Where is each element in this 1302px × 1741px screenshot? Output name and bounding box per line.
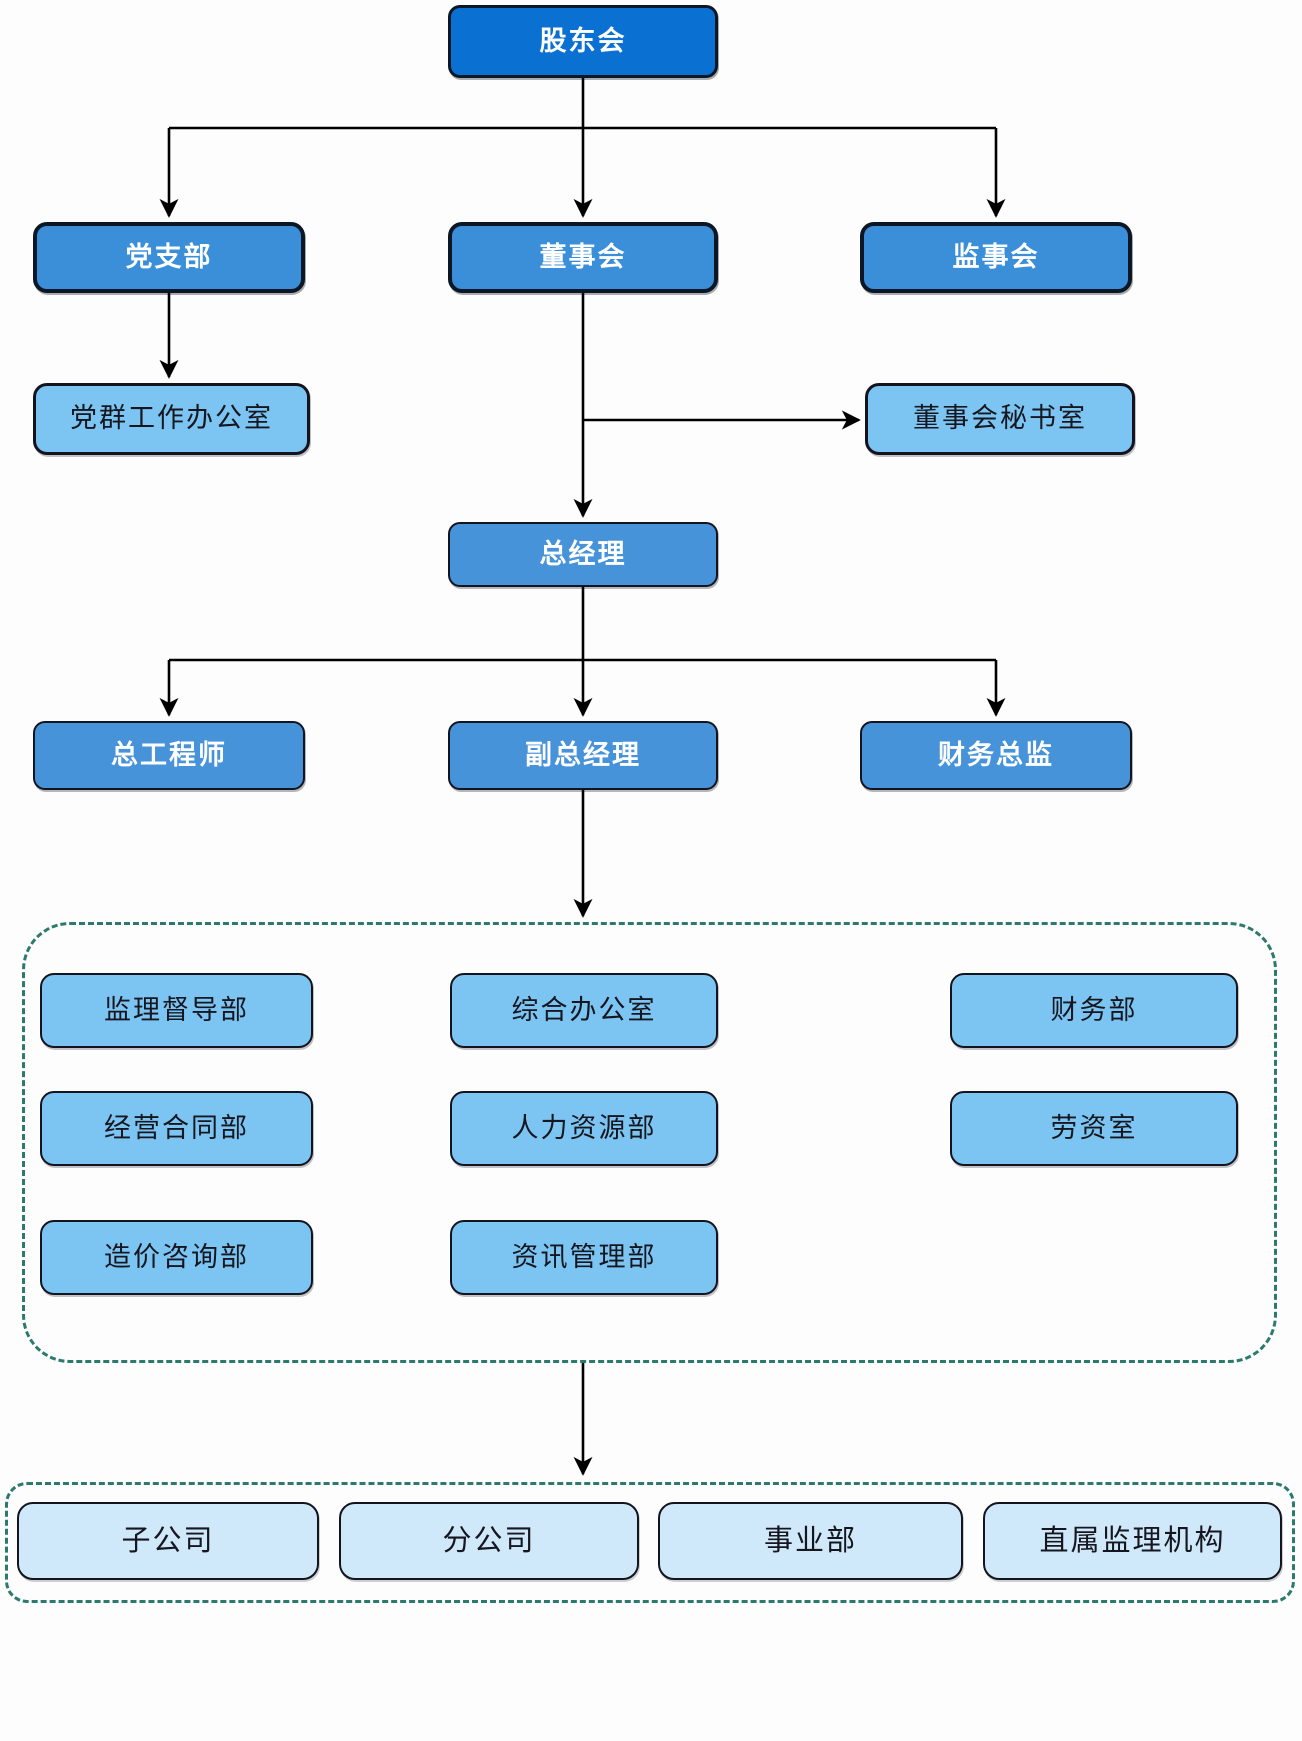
node-unit-subsidiary: 子公司 bbox=[17, 1502, 319, 1580]
node-party-mass-office: 党群工作办公室 bbox=[33, 383, 310, 455]
node-dept-finance: 财务部 bbox=[950, 973, 1238, 1048]
node-unit-direct-supervision-org: 直属监理机构 bbox=[983, 1502, 1282, 1580]
node-chief-engineer: 总工程师 bbox=[33, 721, 305, 790]
subordinate-units-group bbox=[5, 1482, 1295, 1603]
node-dept-information-management: 资讯管理部 bbox=[450, 1220, 718, 1295]
node-dept-supervision-guidance: 监理督导部 bbox=[40, 973, 313, 1048]
node-deputy-general-manager: 副总经理 bbox=[448, 721, 718, 790]
node-shareholders-meeting: 股东会 bbox=[448, 5, 718, 78]
node-unit-business-division: 事业部 bbox=[658, 1502, 963, 1580]
node-dept-human-resources: 人力资源部 bbox=[450, 1091, 718, 1166]
node-finance-director: 财务总监 bbox=[860, 721, 1132, 790]
node-dept-cost-consulting: 造价咨询部 bbox=[40, 1220, 313, 1295]
node-general-manager: 总经理 bbox=[448, 522, 718, 587]
node-dept-labor-wages: 劳资室 bbox=[950, 1091, 1238, 1166]
node-board-secretary-office: 董事会秘书室 bbox=[865, 383, 1135, 455]
node-dept-business-contract: 经营合同部 bbox=[40, 1091, 313, 1166]
node-party-branch: 党支部 bbox=[33, 222, 305, 293]
node-board-of-directors: 董事会 bbox=[448, 222, 718, 293]
node-dept-general-office: 综合办公室 bbox=[450, 973, 718, 1048]
functional-departments-group bbox=[22, 922, 1277, 1363]
node-supervisory-board: 监事会 bbox=[860, 222, 1132, 293]
node-unit-branch-company: 分公司 bbox=[339, 1502, 639, 1580]
